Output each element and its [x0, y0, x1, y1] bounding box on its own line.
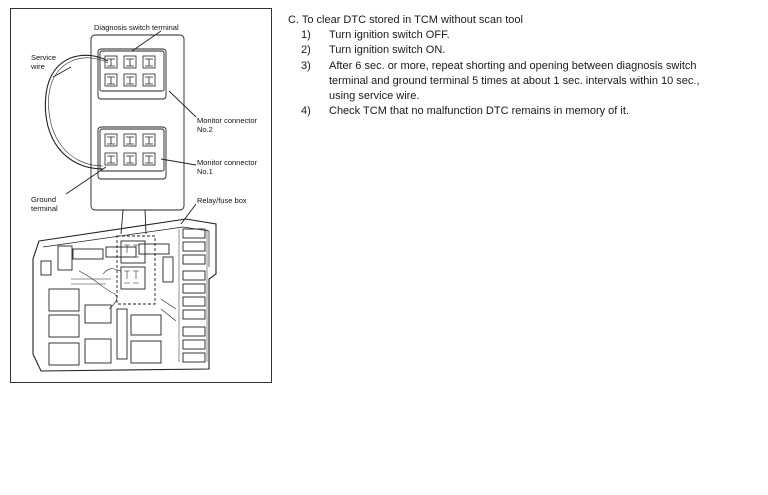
- ground-terminal-label-line2: terminal: [31, 204, 58, 213]
- instruction-step: 3) After 6 sec. or more, repeat shorting…: [288, 59, 728, 105]
- monitor-connector-2-label-line2: No.2: [197, 125, 213, 134]
- step-text: Turn ignition switch ON.: [329, 44, 446, 57]
- service-wire-label-line2: wire: [31, 62, 45, 71]
- service-wire-label-line1: Service: [31, 53, 57, 62]
- monitor-connector-2: [97, 48, 167, 100]
- step-text: Turn ignition switch OFF.: [329, 29, 450, 42]
- monitor-connector-1-label-line1: Monitor connector: [197, 158, 258, 167]
- instruction-step: 2) Turn ignition switch ON.: [288, 43, 728, 58]
- diagram-figure: Diagnosis switch terminal Service wire M…: [10, 8, 272, 383]
- step-text: After 6 sec. or more, repeat shorting an…: [329, 59, 700, 103]
- relay-fuse-box-diagram: [32, 30, 217, 372]
- instructions: C. To clear DTC stored in TCM without sc…: [288, 13, 728, 119]
- step-number: 1): [301, 29, 311, 42]
- instruction-steps: 1) Turn ignition switch OFF. 2) Turn ign…: [288, 28, 728, 119]
- step-number: 4): [301, 105, 311, 118]
- monitor-connector-1-label-line2: No.1: [197, 167, 213, 176]
- instruction-step: 1) Turn ignition switch OFF.: [288, 28, 728, 43]
- monitor-connector-2-label-line1: Monitor connector: [197, 116, 258, 125]
- diagnosis-switch-terminal-label: Diagnosis switch terminal: [94, 23, 179, 32]
- step-text: Check TCM that no malfunction DTC remain…: [329, 105, 629, 118]
- instruction-step: 4) Check TCM that no malfunction DTC rem…: [288, 104, 728, 119]
- instructions-heading: C. To clear DTC stored in TCM without sc…: [288, 14, 523, 26]
- relay-fuse-box-label: Relay/fuse box: [197, 196, 247, 205]
- step-number: 3): [301, 59, 311, 72]
- step-number: 2): [301, 44, 311, 57]
- relay-fuse-box: [32, 218, 217, 372]
- ground-terminal-label-line1: Ground: [31, 195, 57, 204]
- service-wire: [44, 54, 109, 170]
- monitor-connector-1: [97, 126, 167, 180]
- connector-housing: [90, 34, 185, 211]
